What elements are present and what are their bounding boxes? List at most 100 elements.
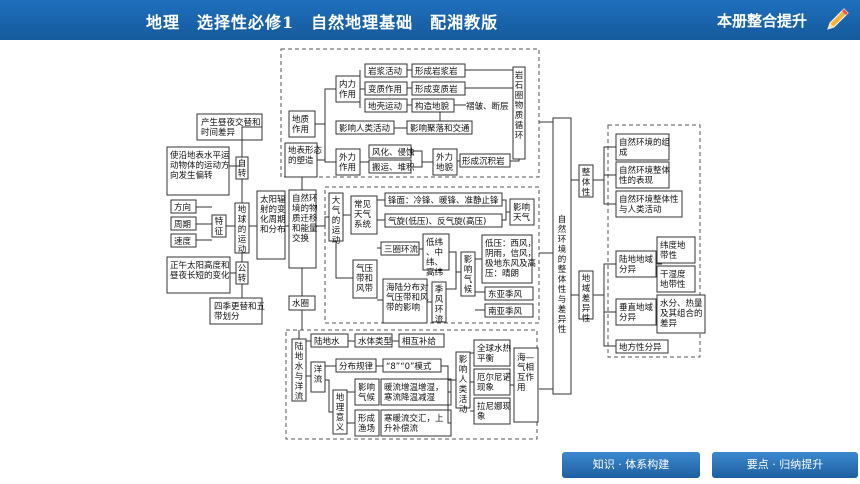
integrity-box <box>578 164 594 198</box>
integrity-2: 自然环境整体性的表现 <box>619 165 671 186</box>
three-cell-label: 三圈环流 <box>384 244 419 255</box>
land-sea-box <box>382 278 428 324</box>
whole-box <box>552 117 572 395</box>
south-asia-label: 南亚季风 <box>488 306 523 317</box>
internal-label: 内力作用 <box>339 79 356 100</box>
la-nina-box <box>473 397 511 425</box>
tab-key-points[interactable]: 要点 · 归纳提升 <box>712 452 858 478</box>
features-label: 特征 <box>215 216 224 237</box>
mix-box <box>380 409 452 437</box>
zonal-1: 纬度地带性 <box>660 240 686 261</box>
climate-types-box <box>481 234 533 284</box>
weather-label: 影响天气 <box>513 202 531 223</box>
ext-landform-label: 外力地貌 <box>436 152 454 173</box>
feature-1: 方向 <box>174 202 191 213</box>
fishery-label: 形成渔场 <box>358 413 376 434</box>
heat-balance-label: 全球水热平衡 <box>477 343 512 364</box>
atmos-group-frame <box>324 186 540 324</box>
rotation-effect-2-box <box>166 146 230 196</box>
ocean-label: 洋流 <box>314 364 323 385</box>
difference-label: 地域差异性 <box>582 273 591 324</box>
sea-air-label: 海—气相互作用 <box>517 352 535 393</box>
fold-fault-label: 褶皱、断层 <box>466 101 509 112</box>
integrity-1: 自然环境的组成 <box>619 137 671 158</box>
integrity-label: 整体性 <box>582 167 591 198</box>
weathering-label: 风化、侵蚀 <box>372 147 415 158</box>
settlement-label: 影响聚落和交通 <box>410 123 470 134</box>
page-title: 地理 选择性必修1 自然地理基础 配湘教版 <box>146 13 499 32</box>
water-cycle-label: 水圈 <box>292 298 309 309</box>
systems-label: 常见天气系统 <box>354 199 372 230</box>
metamorphism-label: 变质作用 <box>368 84 402 95</box>
ext-landform-box <box>432 148 458 176</box>
pressure-belts-label: 气压带和风带 <box>356 263 374 294</box>
east-asia-box <box>484 286 534 301</box>
internal-box <box>335 75 361 103</box>
systems-box <box>350 195 378 235</box>
header-bar: 地理 选择性必修1 自然地理基础 配湘教版 本册整合提升 <box>0 0 860 40</box>
whole-label: 自然环境的整体性与差异性 <box>558 214 567 335</box>
zonal-2-box <box>656 265 696 293</box>
water-types-label: 水体类型 <box>358 336 393 347</box>
rotation-effect-2: 使沿地表水平运动物体的运动方向发生偏转 <box>170 150 230 181</box>
vertical-box <box>615 298 657 326</box>
rotation-label: 自转 <box>238 158 247 179</box>
climate-effect-box <box>354 378 380 406</box>
integrity-2-box <box>615 161 670 189</box>
structure-label: 构造地貌 <box>415 101 450 112</box>
climate-effect-label: 影响气候 <box>358 382 376 403</box>
cycle-box <box>288 189 317 269</box>
local-label: 地方性分异 <box>619 342 662 353</box>
climate-box <box>460 251 476 297</box>
sea-air-box <box>513 347 539 423</box>
vertical-label: 垂直地域分异 <box>619 302 654 323</box>
ocean-box <box>310 361 326 393</box>
tab-knowledge[interactable]: 知识 · 体系构建 <box>562 452 700 478</box>
land-sea-label: 海陆分布对气压带和风带的影响 <box>386 282 429 313</box>
revolution-label: 公转 <box>238 264 247 284</box>
solar-box <box>256 190 286 260</box>
vertical-item-box <box>656 294 706 334</box>
vertical-item-label: 水分、热量及其组合的差异 <box>660 298 703 329</box>
cyclone-label: 气旋(低压)、反气旋(高压) <box>388 216 486 227</box>
zonal-land-label: 陆地地域分异 <box>619 254 654 275</box>
climate-label: 影响气候 <box>464 254 473 295</box>
zonal-1-box <box>656 236 696 264</box>
sedimentary-label: 形成沉积岩 <box>462 156 505 167</box>
solar-label: 太阳辐射的变化周期和分布 <box>260 194 286 235</box>
zonal-2: 干湿度地带性 <box>660 269 686 290</box>
hydro-group-label: 陆地水与洋流 <box>295 341 304 402</box>
supply-label: 相互补给 <box>402 336 437 347</box>
landform-label: 地表形态的塑造 <box>288 145 323 166</box>
pressure-belts-box <box>352 259 378 299</box>
lat-belts-label: 低纬、中纬、高纬 <box>426 237 444 278</box>
rotation-effect-1: 产生昼夜交替和时间差异 <box>201 117 261 138</box>
feature-2: 周期 <box>174 220 191 230</box>
geo-meaning-label: 地理意义 <box>336 392 345 433</box>
r2-label: 形成变质岩 <box>415 84 458 95</box>
model-label: “8”“0”模式 <box>386 361 432 372</box>
external-label: 外力作用 <box>339 152 356 173</box>
rock-cycle-label: 岩石圈物质循环 <box>515 70 524 141</box>
land-water-label: 陆地水 <box>314 336 340 347</box>
human-label: 影响人类活动 <box>339 123 391 134</box>
lat-belts-box <box>422 233 450 271</box>
rock-group-frame <box>280 48 540 178</box>
east-asia-label: 东亚季风 <box>488 289 523 300</box>
monsoon-label: 季风环流 <box>435 284 444 325</box>
la-nina-label: 拉尼娜现象 <box>477 401 512 422</box>
revolution-effect-1-box <box>166 256 231 294</box>
right-group-frame <box>607 124 701 358</box>
el-nino-label: 厄尔尼诺现象 <box>477 372 512 393</box>
fronts-label: 锋面：冷锋、暖锋、准静止锋 <box>388 195 499 206</box>
fishery-box <box>354 409 380 437</box>
climate-types-label: 低压：西风，阴雨，信风，极地东风及高压：晴朗 <box>485 238 536 279</box>
revolution-effect-1: 正午太阳高度和昼夜长短的变化 <box>170 260 230 281</box>
warm-cold-box <box>380 378 452 406</box>
footer-tabs: 知识 · 体系构建 要点 · 归纳提升 <box>560 452 860 480</box>
feature-3: 速度 <box>174 236 192 247</box>
cycle-label: 自然环境的物质迁移和能量交换 <box>292 193 318 244</box>
earth-motion-label: 地球的运动 <box>238 204 247 255</box>
geo-action-label: 地质作用 <box>292 114 310 135</box>
